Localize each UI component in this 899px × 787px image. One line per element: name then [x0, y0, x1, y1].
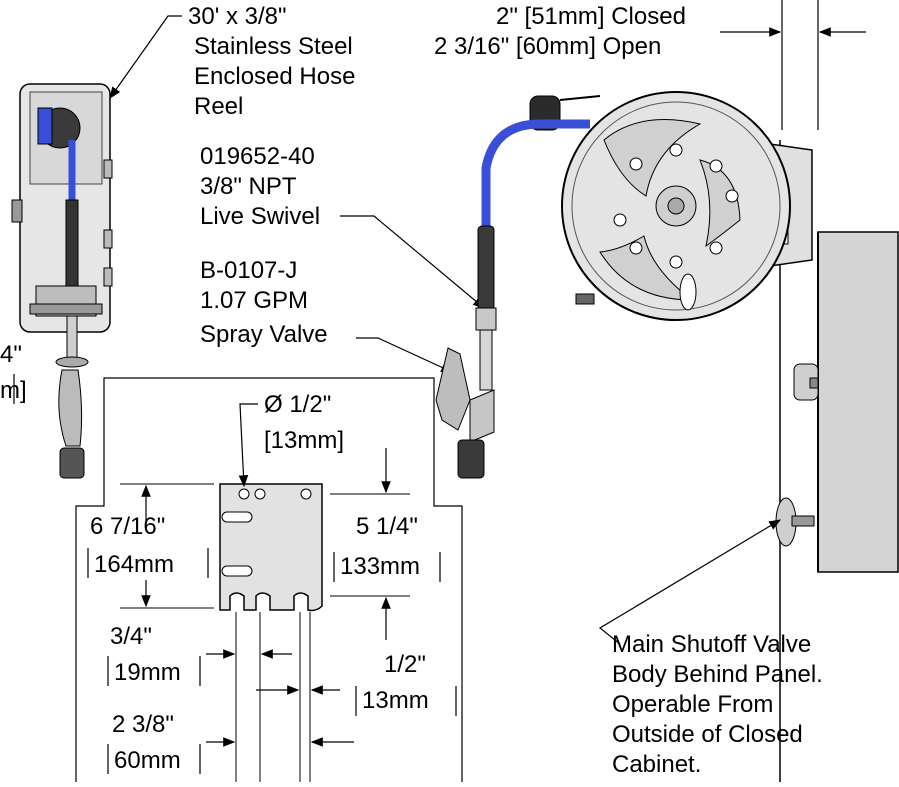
svg-text:Ø 1/2": Ø 1/2"	[264, 391, 331, 418]
depth-dimension: 2" [51mm] Closed 2 3/16" [60mm] Open	[434, 0, 866, 130]
svg-text:6 7/16": 6 7/16"	[90, 513, 165, 540]
svg-text:[13mm]: [13mm]	[264, 427, 344, 454]
svg-text:2" [51mm] Closed: 2" [51mm] Closed	[496, 3, 686, 30]
svg-text:B-0107-J: B-0107-J	[200, 257, 297, 284]
mounting-plate-detail: Ø 1/2" [13mm] 6 7/16" 164mm 5 1/4" 133mm…	[75, 377, 463, 782]
svg-text:13mm: 13mm	[362, 687, 429, 714]
svg-text:Live Swivel: Live Swivel	[200, 203, 320, 230]
front-view-reel	[435, 91, 813, 479]
svg-text:019652-40: 019652-40	[200, 143, 315, 170]
svg-text:Reel: Reel	[194, 93, 243, 120]
svg-text:1/2": 1/2"	[384, 651, 426, 678]
svg-text:Outside of Closed: Outside of Closed	[612, 721, 803, 748]
svg-text:Cabinet.: Cabinet.	[612, 751, 701, 778]
callout-spray-valve: B-0107-J 1.07 GPM Spray Valve	[200, 257, 454, 373]
svg-text:2 3/8": 2 3/8"	[112, 711, 174, 738]
svg-text:Enclosed Hose: Enclosed Hose	[194, 63, 355, 90]
callout-hose-reel: 30' x 3/8" Stainless Steel Enclosed Hose…	[109, 3, 355, 120]
svg-text:60mm: 60mm	[114, 747, 181, 774]
svg-text:3/8" NPT: 3/8" NPT	[200, 173, 297, 200]
svg-text:19mm: 19mm	[114, 659, 181, 686]
svg-text:Body Behind Panel.: Body Behind Panel.	[612, 661, 823, 688]
cabinet-panel	[775, 231, 899, 573]
svg-text:164mm: 164mm	[94, 551, 174, 578]
svg-text:3/4": 3/4"	[110, 623, 152, 650]
svg-text:30' x 3/8": 30' x 3/8"	[188, 3, 287, 30]
clipped-dim-b: m]	[0, 377, 27, 404]
callout-shutoff: Main Shutoff Valve Body Behind Panel. Op…	[598, 519, 823, 778]
svg-text:2 3/16" [60mm] Open: 2 3/16" [60mm] Open	[434, 33, 661, 60]
svg-text:1.07 GPM: 1.07 GPM	[200, 287, 308, 314]
svg-text:133mm: 133mm	[340, 553, 420, 580]
svg-text:Spray Valve: Spray Valve	[200, 321, 328, 348]
svg-text:Operable From: Operable From	[612, 691, 773, 718]
side-view-reel	[11, 83, 113, 479]
svg-text:Stainless Steel: Stainless Steel	[194, 33, 353, 60]
callout-swivel: 019652-40 3/8" NPT Live Swivel	[200, 143, 485, 309]
clipped-dim-a: 4"	[0, 341, 22, 368]
svg-text:Main Shutoff Valve: Main Shutoff Valve	[612, 631, 811, 658]
svg-text:5 1/4": 5 1/4"	[356, 513, 418, 540]
